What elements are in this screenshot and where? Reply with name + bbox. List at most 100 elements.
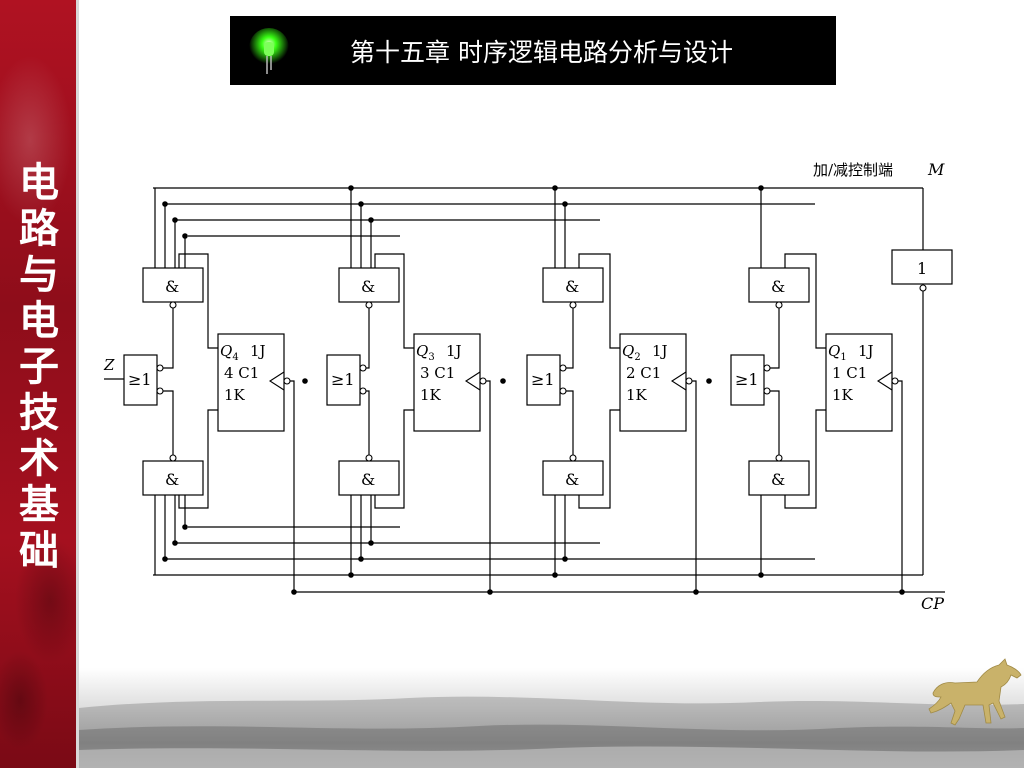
sidebar-title-char: 基	[19, 482, 59, 528]
clock-input-label: CP	[921, 594, 944, 613]
inverter-bubble	[156, 364, 164, 372]
clock-wire	[486, 380, 491, 592]
junction-dots	[162, 185, 905, 595]
sidebar-title-char: 子	[19, 344, 59, 390]
gate-to-or-wire	[566, 390, 574, 455]
junction-dot	[182, 524, 188, 530]
slide-title: 第十五章 时序逻辑电路分析与设计	[350, 38, 733, 67]
and-gate-symbol: &	[565, 277, 579, 296]
control-input-label: 加/减控制端	[813, 161, 893, 179]
or-gate	[526, 354, 561, 406]
junction-dot	[552, 185, 558, 191]
inverter-bubble	[169, 454, 177, 462]
flipflop-k-label: 1K	[224, 386, 246, 404]
flipflop-j-label: 1J	[652, 342, 668, 360]
junction-dot	[172, 217, 178, 223]
or-gate-symbol: ≥1	[331, 370, 355, 389]
k-input-wire	[784, 409, 826, 509]
flipflop-q-label: Q3	[416, 342, 435, 363]
z-output-label: Z	[103, 356, 115, 374]
junction-dot	[358, 201, 364, 207]
sidebar: 电 路 与 电 子 技 术 基 础	[0, 0, 78, 768]
flipflop-c-label: 2 C1	[626, 364, 661, 382]
j-input-wire	[374, 253, 414, 349]
flipflop-c-label: 1 C1	[832, 364, 867, 382]
and-gate-top	[338, 267, 400, 303]
inverter-bubble	[569, 454, 577, 462]
or-gate-symbol: ≥1	[735, 370, 759, 389]
inverter-bubble	[365, 454, 373, 462]
inverter-bubble	[919, 284, 927, 292]
flipflop-c-label: 3 C1	[420, 364, 455, 382]
junction-dot	[693, 589, 699, 595]
sidebar-title-char: 与	[19, 252, 59, 298]
sidebar-title-char: 术	[19, 436, 59, 482]
junction-dot	[368, 540, 374, 546]
inverter-bubble	[156, 387, 164, 395]
junction-dot	[562, 556, 568, 562]
clock-edge-icon	[670, 371, 687, 391]
and-gate-symbol: &	[361, 277, 375, 296]
gate-to-or-wire	[366, 390, 370, 455]
and-gate-symbol: &	[165, 470, 179, 489]
j-input-wire	[178, 253, 218, 349]
clock-wire	[692, 380, 697, 592]
k-input-wire	[178, 409, 218, 509]
gate-to-or-wire	[366, 308, 370, 369]
junction-dot	[899, 589, 905, 595]
inverter-bubble	[365, 301, 373, 309]
and-gate-symbol: &	[565, 470, 579, 489]
inverter-bubble	[559, 387, 567, 395]
junction-dot	[348, 572, 354, 578]
junction-dot	[162, 556, 168, 562]
junction-dot	[182, 233, 188, 239]
junction-dot	[291, 589, 297, 595]
k-input-wire	[578, 409, 620, 509]
gate-to-or-wire	[770, 308, 780, 369]
not-gate	[891, 249, 953, 285]
inverter-bubble	[775, 454, 783, 462]
and-gate-symbol: &	[771, 277, 785, 296]
and-gate-symbol: &	[771, 470, 785, 489]
junction-dot	[302, 378, 308, 384]
or-gate-symbol: ≥1	[531, 370, 555, 389]
gate-to-or-wire	[163, 308, 174, 369]
junction-dot	[562, 201, 568, 207]
junction-dot	[358, 556, 364, 562]
gate-to-or-wire	[163, 390, 174, 455]
flipflop-k-label: 1K	[832, 386, 854, 404]
inverter-bubble	[359, 364, 367, 372]
clock-edge-icon	[268, 371, 285, 391]
and-gate-top	[142, 267, 204, 303]
and-gate-symbol: &	[165, 277, 179, 296]
k-input-wire	[374, 409, 414, 509]
j-input-wire	[784, 253, 826, 349]
flipflop-q-label: Q4	[220, 342, 239, 363]
sidebar-title-char: 电	[19, 298, 59, 344]
slide-title-bar: 第十五章 时序逻辑电路分析与设计	[230, 16, 836, 85]
junction-dot	[500, 378, 506, 384]
or-gate	[123, 354, 158, 406]
junction-dot	[487, 589, 493, 595]
junction-dot	[162, 201, 168, 207]
and-gate-symbol: &	[361, 470, 375, 489]
sidebar-title-char: 电	[19, 160, 59, 206]
flipflop-q-label: Q2	[622, 342, 641, 363]
inverter-bubble	[169, 301, 177, 309]
flipflop-k-label: 1K	[626, 386, 648, 404]
junction-dot	[706, 378, 712, 384]
sidebar-title: 电 路 与 电 子 技 术 基 础	[14, 160, 64, 574]
inverter-bubble	[559, 364, 567, 372]
flipflop-j-label: 1J	[858, 342, 874, 360]
gate-to-or-wire	[566, 308, 574, 369]
clock-edge-icon	[464, 371, 481, 391]
inverter-bubble	[775, 301, 783, 309]
flipflop-j-label: 1J	[250, 342, 266, 360]
bottom-landscape-decoration	[79, 668, 1024, 768]
inverter-bubble	[283, 377, 291, 385]
green-led-icon	[249, 28, 289, 74]
sidebar-title-char: 础	[19, 528, 59, 574]
or-gate-symbol: ≥1	[128, 370, 152, 389]
junction-dot	[758, 572, 764, 578]
